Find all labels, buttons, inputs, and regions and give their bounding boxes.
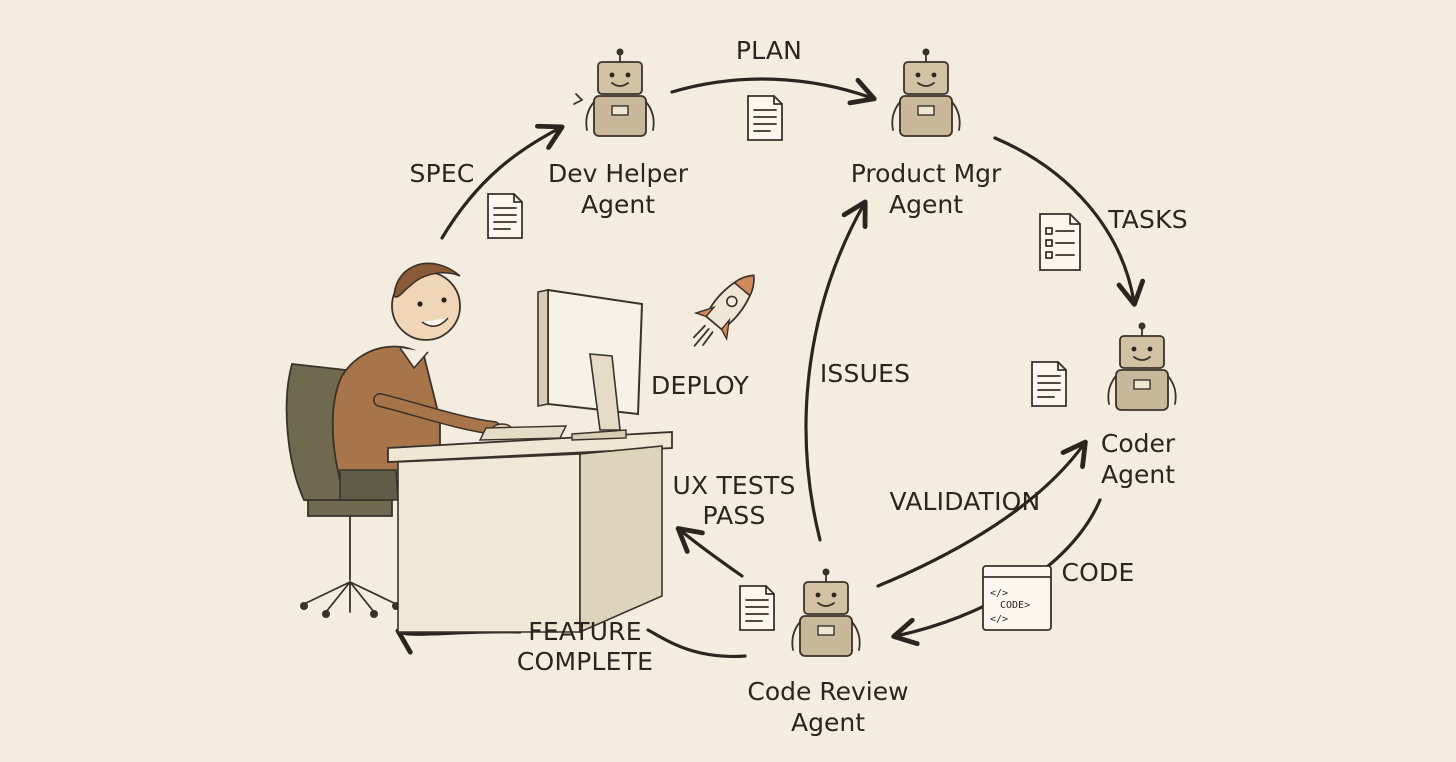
issues-arrow <box>804 199 868 542</box>
spec-document-icon <box>487 193 523 239</box>
spec-edge-label: SPEC <box>410 159 475 188</box>
coder-agent-label-line1: Coder <box>1101 429 1176 458</box>
ux-tests-arrow <box>675 526 744 578</box>
ux-tests-edge-label-line1: UX TESTS <box>672 471 795 500</box>
svg-text:CODE>: CODE> <box>1000 600 1030 611</box>
code-review-robot-icon <box>791 567 861 657</box>
product-mgr-agent-label-line1: Product Mgr <box>851 159 1002 188</box>
plan-edge-label: PLAN <box>736 36 802 65</box>
spec-arrow <box>440 123 565 240</box>
ux-tests-edge-label-line2: PASS <box>702 501 765 530</box>
validation-edge-label: VALIDATION <box>890 487 1041 516</box>
dev-helper-robot-icon <box>573 47 655 137</box>
review-document-icon <box>739 585 775 631</box>
plan-arrow <box>670 77 877 106</box>
dev-helper-agent-label-line1: Dev Helper <box>548 159 689 188</box>
rocket-icon <box>692 274 755 347</box>
tasks-edge-label: TASKS <box>1107 205 1188 234</box>
feature-complete-edge-label-line2: COMPLETE <box>517 647 653 676</box>
developer-at-desk-illustration <box>285 262 673 634</box>
tasks-checklist-icon <box>1039 213 1081 271</box>
feature-complete-edge-label-line1: FEATURE <box>528 617 641 646</box>
plan-document-icon <box>747 95 783 141</box>
product-mgr-robot-icon <box>891 47 961 137</box>
issues-edge-label: ISSUES <box>820 359 910 388</box>
coder-document-icon <box>1031 361 1067 407</box>
code-review-agent-label-line1: Code Review <box>747 677 908 706</box>
tasks-arrow <box>993 136 1146 307</box>
code-review-agent-label-line2: Agent <box>791 708 865 737</box>
svg-text:</>: </> <box>990 588 1008 599</box>
validation-arrow <box>876 439 1088 588</box>
deploy-edge-label: DEPLOY <box>651 371 749 400</box>
svg-text:</>: </> <box>990 614 1008 625</box>
code-edge-label: CODE <box>1062 558 1135 587</box>
product-mgr-agent-label-line2: Agent <box>889 190 963 219</box>
coder-robot-icon <box>1107 321 1177 411</box>
dev-helper-agent-label-line2: Agent <box>581 190 655 219</box>
coder-agent-label-line2: Agent <box>1101 460 1175 489</box>
code-window-icon: </> CODE> </> <box>982 565 1052 631</box>
